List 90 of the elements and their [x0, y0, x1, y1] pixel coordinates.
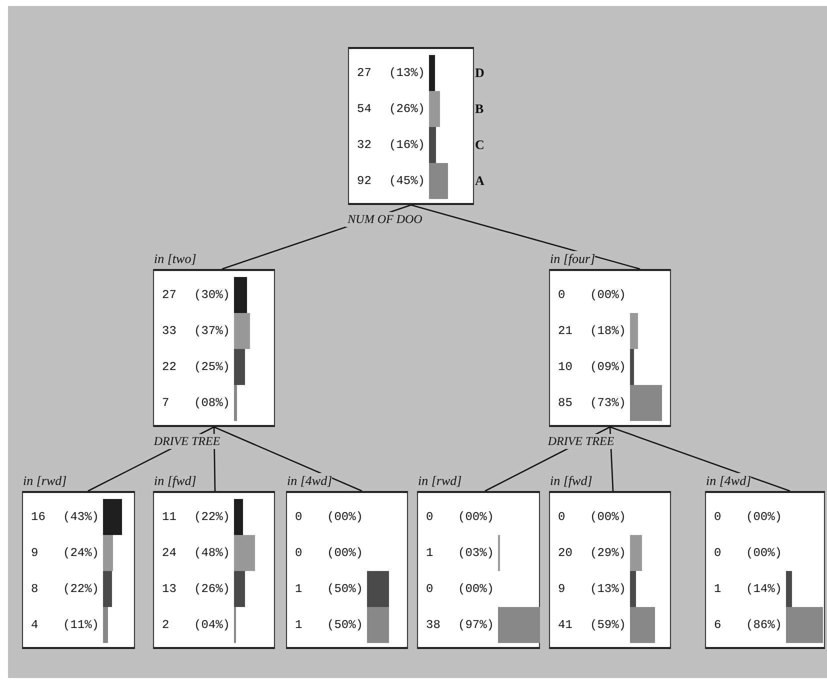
class-count: 2: [162, 618, 170, 632]
class-count: 0: [295, 510, 304, 524]
class-percent: (00%): [590, 288, 628, 302]
class-count: 6: [714, 618, 722, 632]
class-count: 32: [357, 138, 372, 152]
class-count: 24: [162, 546, 178, 560]
class-percent: (25%): [194, 360, 232, 374]
class-percent: (09%): [590, 360, 628, 374]
class-percent: (00%): [458, 582, 496, 596]
tree-branch: [214, 426, 362, 492]
class-percent: (00%): [327, 546, 364, 560]
class-percent: (08%): [194, 396, 232, 410]
class-count: 20: [558, 546, 574, 560]
class-count: 92: [357, 174, 372, 188]
class-percent: (97%): [458, 618, 496, 632]
class-count: 7: [162, 396, 170, 410]
class-count: 1: [426, 546, 434, 560]
class-count: 0: [426, 510, 434, 524]
class-count: 54: [357, 102, 372, 116]
class-percent: (00%): [746, 546, 784, 560]
class-percent: (48%): [194, 546, 232, 560]
class-percent: (43%): [63, 510, 100, 524]
class-count: 0: [558, 510, 566, 524]
class-percent: (13%): [389, 66, 426, 80]
split-attribute: DRIVE TREE: [546, 434, 616, 449]
class-count: 4: [31, 618, 40, 632]
branch-condition: in [fwd]: [154, 473, 196, 489]
tree-branch: [410, 204, 640, 270]
class-count: 9: [558, 582, 566, 596]
branch-condition: in [rwd]: [418, 473, 462, 489]
class-name: C: [475, 137, 484, 153]
branch-condition: in [rwd]: [23, 473, 67, 489]
class-percent: (14%): [746, 582, 784, 596]
split-attribute: NUM OF DOO: [346, 212, 424, 227]
class-count: 38: [426, 618, 442, 632]
class-percent: (26%): [194, 582, 232, 596]
class-count: 0: [714, 510, 722, 524]
class-count: 9: [31, 546, 40, 560]
class-count: 1: [295, 582, 304, 596]
class-percent: (18%): [590, 324, 628, 338]
class-percent: (50%): [327, 582, 364, 596]
class-percent: (45%): [389, 174, 426, 188]
class-percent: (50%): [327, 618, 364, 632]
class-name: B: [475, 101, 484, 117]
class-percent: (73%): [590, 396, 628, 410]
class-percent: (22%): [194, 510, 232, 524]
class-count: 1: [714, 582, 722, 596]
class-percent: (29%): [590, 546, 628, 560]
class-count: 0: [714, 546, 722, 560]
class-count: 10: [558, 360, 574, 374]
class-percent: (86%): [746, 618, 784, 632]
class-percent: (37%): [194, 324, 232, 338]
branch-condition: in [4wd]: [706, 473, 752, 489]
class-percent: (59%): [590, 618, 628, 632]
class-count: 21: [558, 324, 574, 338]
branch-condition: in [fwd]: [550, 473, 592, 489]
class-count: 0: [295, 546, 304, 560]
class-count: 41: [558, 618, 574, 632]
class-percent: (04%): [194, 618, 232, 632]
class-count: 22: [162, 360, 178, 374]
class-count: 33: [162, 324, 178, 338]
class-percent: (00%): [458, 510, 496, 524]
class-count: 27: [162, 288, 178, 302]
class-count: 27: [357, 66, 372, 80]
class-count: 16: [31, 510, 46, 524]
class-count: 1: [295, 618, 304, 632]
class-percent: (26%): [389, 102, 426, 116]
class-percent: (13%): [590, 582, 628, 596]
branch-condition: in [4wd]: [287, 473, 332, 489]
class-percent: (00%): [327, 510, 364, 524]
class-count: 0: [426, 582, 434, 596]
tree-branch: [610, 426, 790, 492]
class-percent: (16%): [389, 138, 426, 152]
split-attribute: DRIVE TREE: [152, 434, 222, 449]
branch-condition: in [two]: [154, 251, 196, 267]
class-count: 0: [558, 288, 566, 302]
class-count: 13: [162, 582, 178, 596]
class-count: 11: [162, 510, 178, 524]
class-percent: (30%): [194, 288, 232, 302]
class-count: 8: [31, 582, 40, 596]
branch-condition: in [four]: [550, 251, 596, 267]
class-percent: (22%): [63, 582, 100, 596]
class-name: D: [475, 65, 484, 81]
class-count: 85: [558, 396, 574, 410]
class-percent: (24%): [63, 546, 100, 560]
class-percent: (00%): [746, 510, 784, 524]
class-percent: (00%): [590, 510, 628, 524]
class-percent: (11%): [63, 618, 100, 632]
class-name: A: [475, 173, 484, 189]
class-percent: (03%): [458, 546, 496, 560]
